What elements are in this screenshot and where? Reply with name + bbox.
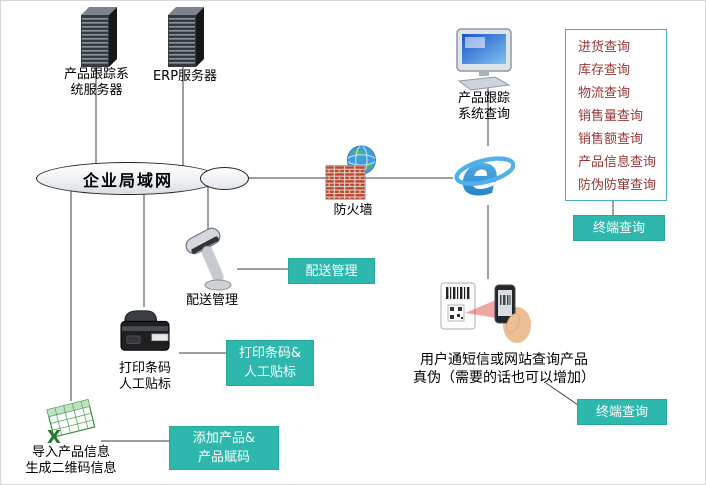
phone-scan-label: 用户通短信或网站查询产品 真伪（需要的话也可以增加） — [389, 351, 619, 387]
query-item: 销售量查询 — [578, 109, 644, 124]
phone-scan-label-line2: 真伪（需要的话也可以增加） — [413, 370, 595, 386]
query-computer-label-line1: 产品跟踪 — [457, 91, 510, 106]
excel-label-line1: 导入产品信息 — [31, 445, 110, 460]
printer-label: 打印条码 人工贴标 — [111, 361, 179, 393]
tracking-server-label-line2: 统服务器 — [70, 83, 123, 98]
print-label-badge-line1: 打印条码& — [238, 346, 302, 361]
add-product-badge-line1: 添加产品& — [192, 431, 256, 446]
query-item: 销售额查询 — [578, 132, 644, 147]
excel-sheet-icon: X — [46, 399, 96, 445]
add-product-badge-line2: 产品赋码 — [197, 450, 250, 465]
terminal-query-badge-top: 终端查询 — [573, 215, 665, 241]
excel-label-line2: 生成二维码信息 — [25, 461, 117, 476]
svg-text:X: X — [47, 427, 61, 445]
barcode-scanner-icon — [185, 227, 232, 291]
enterprise-lan-label: 企业局域网 — [82, 170, 173, 190]
add-product-badge: 添加产品& 产品赋码 — [169, 426, 279, 470]
query-item: 产品信息查询 — [578, 155, 657, 170]
tracking-server-label: 产品跟踪系 统服务器 — [39, 67, 154, 99]
query-list-panel: 进货查询 库存查询 物流查询 销售量查询 销售额查询 产品信息查询 防伪防窜查询 — [565, 29, 667, 201]
excel-label: 导入产品信息 生成二维码信息 — [5, 445, 137, 477]
query-computer-label-line2: 系统查询 — [457, 107, 510, 122]
terminal-query-badge-bottom-label: 终端查询 — [595, 404, 648, 420]
delivery-management-badge-label: 配送管理 — [305, 263, 358, 279]
print-label-badge-line2: 人工贴标 — [243, 365, 296, 380]
print-label-badge: 打印条码& 人工贴标 — [226, 340, 314, 386]
svg-text:e: e — [461, 144, 499, 206]
printer-label-line1: 打印条码 — [118, 361, 171, 376]
tracking-server-label-line1: 产品跟踪系 — [63, 67, 129, 82]
erp-server-label: ERP服务器 — [152, 69, 218, 84]
terminal-query-badge-top-label: 终端查询 — [592, 220, 645, 236]
query-item: 库存查询 — [578, 63, 631, 78]
query-computer-icon — [456, 28, 512, 91]
firewall-icon — [325, 145, 376, 200]
phone-scan-icon — [440, 282, 531, 343]
lan-pipe-end-ellipse — [200, 167, 249, 190]
scanner-label: 配送管理 — [185, 293, 238, 308]
query-computer-label: 产品跟踪 系统查询 — [439, 91, 529, 123]
tracking-server-icon — [81, 7, 117, 67]
ie-browser-icon: e — [454, 144, 515, 206]
enterprise-lan-ellipse: 企业局域网 — [36, 162, 220, 195]
label-printer-icon — [120, 310, 170, 351]
query-item: 物流查询 — [578, 86, 631, 101]
erp-server-icon — [168, 7, 204, 67]
delivery-management-badge: 配送管理 — [288, 258, 375, 284]
query-item: 防伪防窜查询 — [578, 178, 657, 193]
query-item: 进货查询 — [578, 40, 631, 55]
terminal-query-badge-bottom: 终端查询 — [577, 399, 667, 425]
firewall-label: 防火墙 — [333, 203, 373, 218]
printer-label-line2: 人工贴标 — [118, 377, 171, 392]
phone-scan-label-line1: 用户通短信或网站查询产品 — [420, 352, 588, 368]
